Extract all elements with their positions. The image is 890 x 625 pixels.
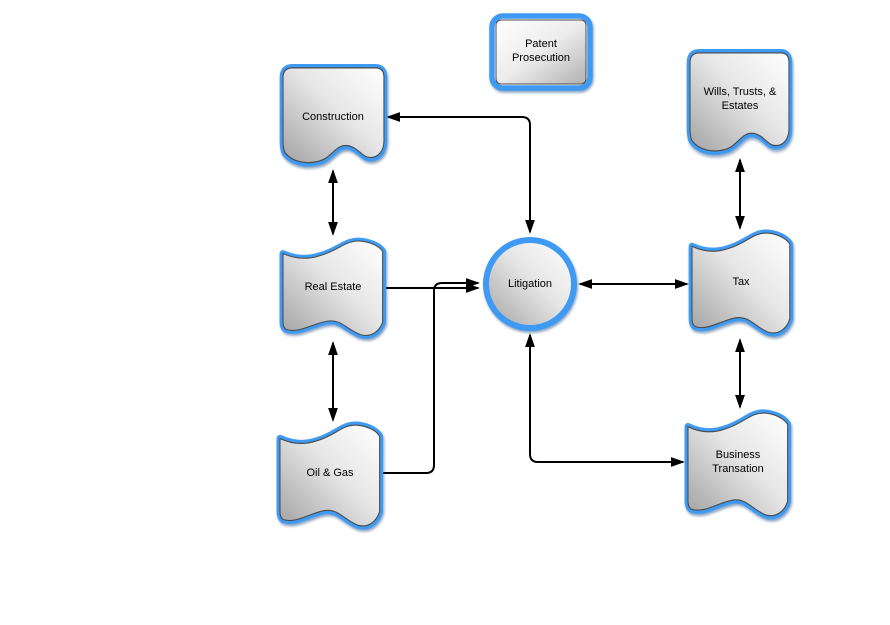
node-business-transation[interactable] <box>688 413 788 516</box>
edge-litigation-business-transation <box>525 333 685 467</box>
edge-litigation-construction <box>386 112 535 234</box>
edge-layer <box>328 112 745 474</box>
node-wills-trusts-estates[interactable] <box>690 53 789 151</box>
node-patent-prosecution[interactable] <box>489 13 593 91</box>
node-oil-gas[interactable] <box>280 425 380 526</box>
node-tax[interactable] <box>692 233 790 333</box>
node-construction[interactable] <box>283 68 384 163</box>
node-litigation[interactable] <box>483 237 577 331</box>
node-real-estate[interactable] <box>283 241 383 335</box>
edge-oil-gas-litigation <box>379 278 480 474</box>
